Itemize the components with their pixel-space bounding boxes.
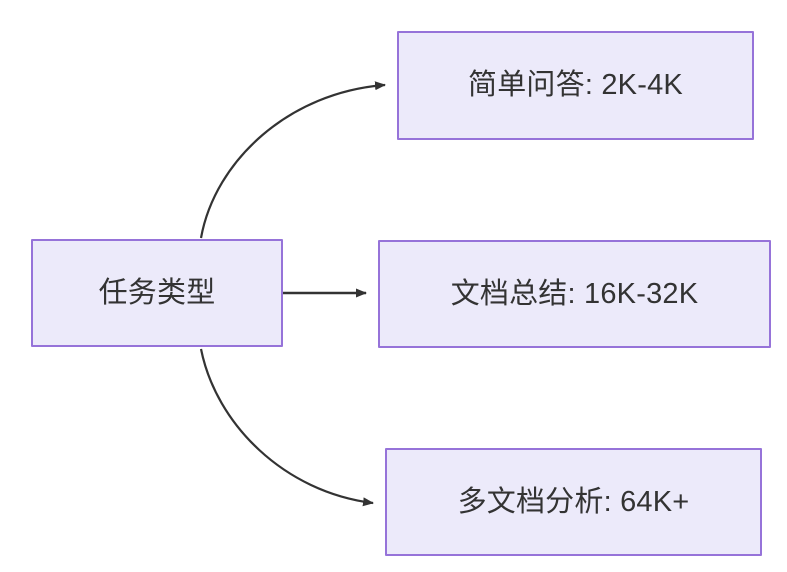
node-doc-summary[interactable]: 文档总结: 16K-32K	[378, 240, 771, 348]
node-simple-qa[interactable]: 简单问答: 2K-4K	[397, 31, 754, 140]
node-simple-qa-label: 简单问答: 2K-4K	[468, 69, 683, 102]
node-task-type-label: 任务类型	[98, 276, 216, 309]
edge-root-to-simple-qa	[199, 81, 386, 239]
node-multi-doc-analysis-label: 多文档分析: 64K+	[457, 485, 690, 518]
node-task-type[interactable]: 任务类型	[31, 239, 283, 347]
node-doc-summary-label: 文档总结: 16K-32K	[450, 277, 699, 310]
node-multi-doc-analysis[interactable]: 多文档分析: 64K+	[385, 448, 762, 556]
edge-root-to-multi-doc	[199, 348, 374, 507]
